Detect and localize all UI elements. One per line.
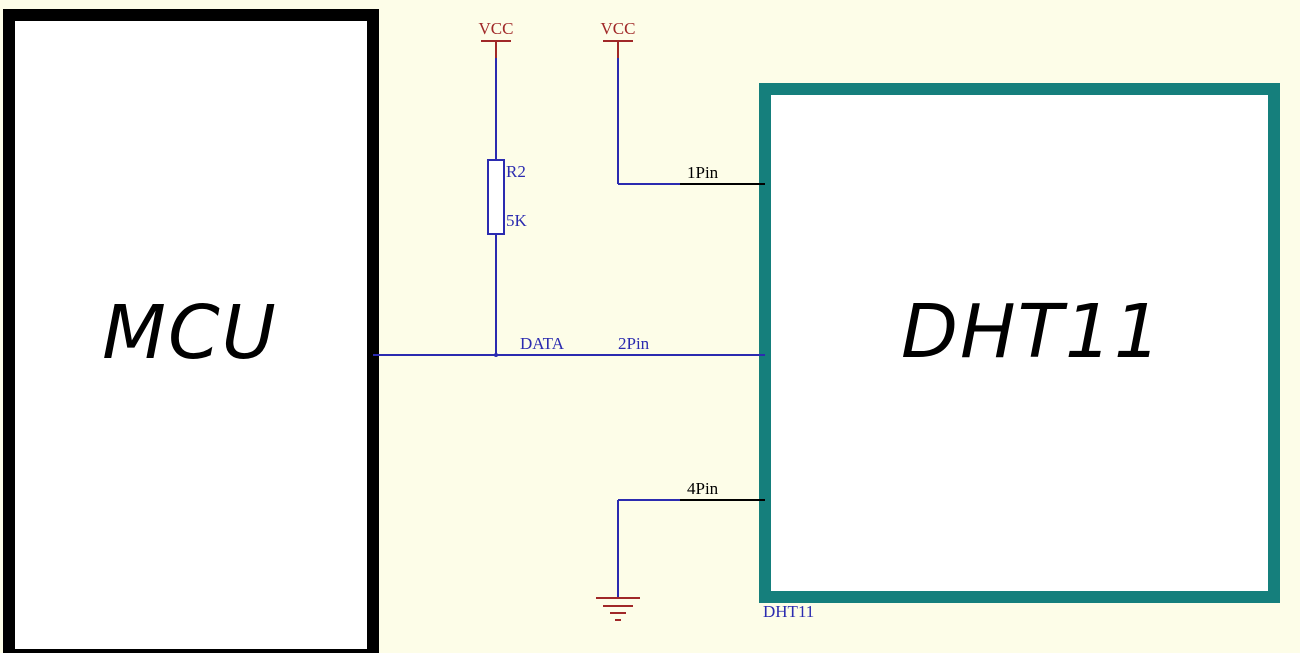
resistor-value: 5K	[506, 211, 528, 230]
dht11-label: DHT11	[901, 289, 1163, 375]
vcc-label-1: VCC	[479, 19, 514, 38]
pin1-label: 1Pin	[687, 163, 719, 182]
data-junction	[494, 353, 498, 357]
resistor-r2	[487, 159, 505, 235]
dht11-designator: DHT11	[763, 602, 814, 621]
data-net-label: DATA	[520, 334, 565, 353]
vcc-label-2: VCC	[601, 19, 636, 38]
dht11-block	[759, 83, 1280, 603]
mcu-block	[3, 9, 379, 653]
mcu-label: MCU	[102, 290, 278, 376]
pin4-label: 4Pin	[687, 479, 719, 498]
resistor-ref: R2	[506, 162, 526, 181]
ground-symbol	[596, 597, 640, 621]
pin2-label: 2Pin	[618, 334, 650, 353]
